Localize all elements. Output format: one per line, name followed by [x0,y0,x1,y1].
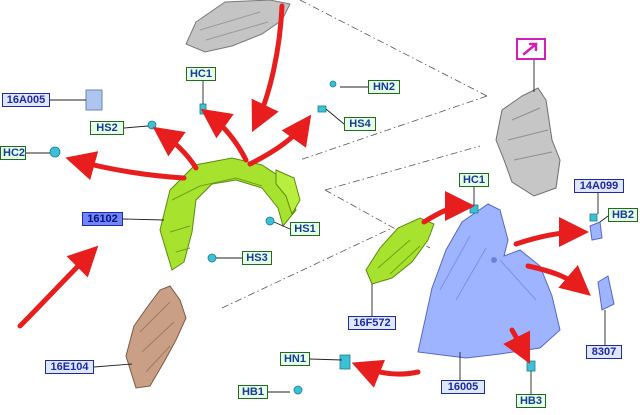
label-16102[interactable]: 16102 [82,212,123,226]
label-HS4[interactable]: HS4 [344,117,376,131]
label-16E104[interactable]: 16E104 [45,360,94,374]
label-HC1-top[interactable]: HC1 [186,67,216,81]
label-HN2[interactable]: HN2 [368,80,400,94]
label-HC2[interactable]: HC2 [0,146,26,160]
label-HS1[interactable]: HS1 [290,222,320,236]
label-8307[interactable]: 8307 [586,345,622,359]
wheel-arch-liner-part [159,157,301,271]
label-16005[interactable]: 16005 [441,380,485,394]
edit-arrow-icon [522,42,538,56]
label-HS3[interactable]: HS3 [242,251,272,265]
lower-bracket-part [125,285,187,389]
construction-lines [221,0,488,309]
label-16F572[interactable]: 16F572 [348,316,396,330]
label-HN1[interactable]: HN1 [280,352,310,366]
leader-lines [26,60,609,394]
label-14A099[interactable]: 14A099 [574,179,624,193]
assembly-arrows [17,3,591,388]
label-HB3[interactable]: HB3 [516,394,546,408]
clip-bracket-16A005 [85,89,103,111]
label-HS2[interactable]: HS2 [90,121,124,135]
fender-part [417,203,561,359]
label-HC1-right[interactable]: HC1 [459,173,489,187]
splash-shield-part [365,217,435,285]
bracket-14A099 [589,221,603,241]
label-16A005[interactable]: 16A005 [2,93,50,107]
watermark-logo [516,38,546,60]
label-HB1[interactable]: HB1 [238,385,268,399]
bracket-8307 [597,275,615,311]
pillar-bracket-part [495,87,561,197]
label-HB2[interactable]: HB2 [608,208,638,222]
heat-shield-part [185,0,291,53]
